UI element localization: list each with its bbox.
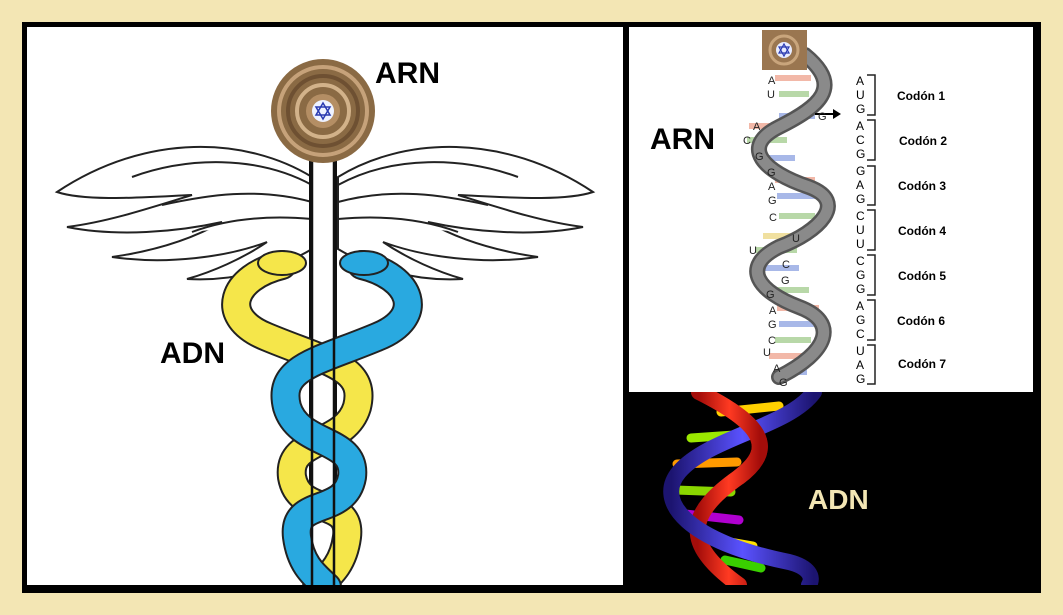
dna-label: ADN (160, 337, 225, 370)
strand-base: G (766, 289, 775, 301)
sequence-letter: G (856, 192, 866, 206)
strand-base: G (767, 167, 776, 179)
strand-base: G (755, 151, 764, 163)
sequence-letter: A (856, 74, 865, 88)
dna-label: ADN (808, 484, 869, 515)
sequence-letter: C (856, 327, 865, 341)
sequence-letter: A (856, 178, 865, 192)
sequence-letter: G (856, 282, 866, 296)
strand-base: A (768, 181, 776, 193)
strand-base: C (768, 335, 776, 347)
codon-label: Codón 3 (898, 179, 946, 193)
sequence-letter: U (856, 344, 865, 358)
sequence-letter: U (856, 88, 865, 102)
sequence-letter: G (856, 372, 866, 386)
strand-base: C (769, 212, 777, 224)
strand-base: A (769, 305, 777, 317)
rna-label: ARN (650, 123, 715, 156)
sequence-letter: G (856, 164, 866, 178)
sequence-letter: G (856, 102, 866, 116)
strand-base: G (818, 111, 827, 123)
blue-snake-head (339, 250, 389, 276)
left-wing (54, 145, 313, 281)
strand-base: G (768, 195, 777, 207)
strand-base: U (749, 245, 757, 257)
strand-base: A (773, 363, 781, 375)
strand-base: U (767, 89, 775, 101)
strand-base: A (753, 121, 761, 133)
strand-base: U (792, 233, 800, 245)
wooden-disk-icon (762, 30, 807, 70)
rna-label: ARN (375, 57, 440, 90)
snakes (221, 250, 423, 585)
sequence-letter: C (856, 209, 865, 223)
sequence-letter: G (856, 268, 866, 282)
codon-brackets (867, 74, 876, 385)
sequence-letter: G (856, 313, 866, 327)
sequence-letter: G (856, 147, 866, 161)
right-wing (337, 145, 596, 281)
strand-base: G (781, 275, 790, 287)
caduceus-panel: ARN ADN (27, 27, 623, 585)
strand-base: G (779, 377, 788, 389)
dna-render-panel: ADN (629, 392, 1035, 585)
codon-label: Codón 7 (898, 357, 946, 371)
codon-label: Codón 6 (897, 314, 945, 328)
sequence-letter: A (856, 119, 865, 133)
sequence-letter: A (856, 358, 865, 372)
wooden-disk-icon (271, 59, 375, 163)
strand-base: C (782, 259, 790, 271)
strand-base: G (768, 319, 777, 331)
yellow-snake-head (257, 250, 307, 276)
dna-double-helix-illustration (663, 392, 822, 585)
sequence-letter: U (856, 237, 865, 251)
sequence-letter: C (856, 254, 865, 268)
rna-helix-illustration (747, 30, 876, 385)
rna-codon-panel: ARN A U G A C G G A G C U U C G G A G C … (629, 27, 1033, 392)
strand-base: A (768, 75, 776, 87)
sequence-letter: U (856, 223, 865, 237)
strand-base: C (743, 135, 751, 147)
arrow-right-icon (815, 109, 841, 119)
sequence-letter: A (856, 299, 865, 313)
caduceus-illustration (54, 59, 596, 585)
sequence-letter: C (856, 133, 865, 147)
codon-label: Codón 2 (899, 134, 947, 148)
codon-label: Codón 1 (897, 89, 945, 103)
codon-label: Codón 4 (898, 224, 946, 238)
strand-base: U (763, 347, 771, 359)
codon-label: Codón 5 (898, 269, 946, 283)
